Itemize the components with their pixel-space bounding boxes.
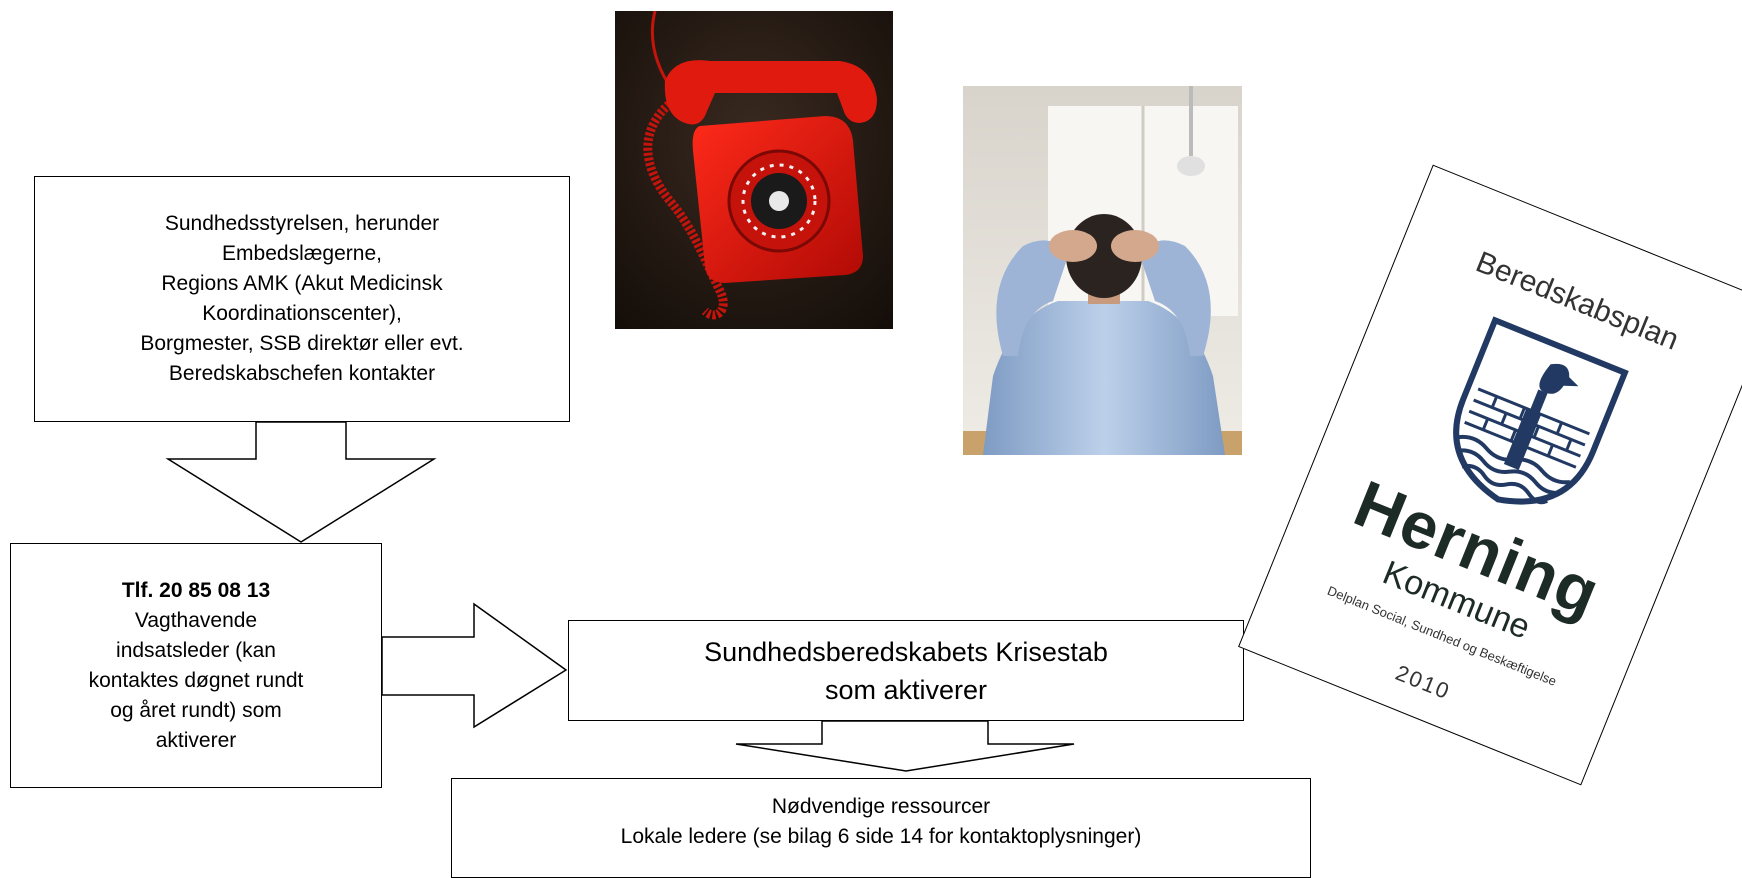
stressed-man-image <box>963 86 1242 455</box>
phone-number: Tlf. 20 85 08 13 <box>121 578 271 602</box>
authorities-line: Borgmester, SSB direktør eller evt. <box>140 332 464 355</box>
resources-line: Nødvendige ressourcer <box>771 795 991 818</box>
authorities-line: Koordinationscenter), <box>202 302 402 325</box>
authorities-line: Beredskabschefen kontakter <box>168 362 436 385</box>
duty-officer-line: Vagthavende <box>134 608 258 632</box>
authorities-line: Sundhedsstyrelsen, herunder <box>164 212 440 235</box>
red-telephone-image <box>615 11 893 329</box>
duty-officer-box: Tlf. 20 85 08 13 Vagthavende indsatslede… <box>10 543 382 788</box>
arrow-down-top <box>165 421 437 543</box>
man-silhouette-icon <box>963 86 1242 455</box>
herning-crest-icon <box>1453 316 1629 505</box>
crisis-staff-line: Sundhedsberedskabets Krisestab <box>704 636 1108 667</box>
arrow-right-mid <box>381 602 568 729</box>
duty-officer-line: kontaktes døgnet rundt <box>88 668 304 692</box>
resources-box: Nødvendige ressourcer Lokale ledere (se … <box>451 778 1311 878</box>
flow-arrows <box>165 421 1075 772</box>
crisis-staff-box: Sundhedsberedskabets Krisestab som aktiv… <box>568 620 1244 721</box>
authorities-line: Embedslægerne, <box>222 242 382 265</box>
duty-officer-line: og året rundt) som <box>110 698 282 722</box>
telephone-icon <box>615 11 893 329</box>
arrow-down-bottom <box>735 720 1075 772</box>
emergency-plan-booklet: Beredskabsplan Herning Kommune Delplan S… <box>1238 164 1742 786</box>
authorities-line: Regions AMK (Akut Medicinsk <box>161 272 443 295</box>
resources-line: Lokale ledere (se bilag 6 side 14 for ko… <box>620 825 1142 848</box>
crisis-staff-line: som aktiverer <box>824 674 988 705</box>
authorities-box: Sundhedsstyrelsen, herunder Embedslægern… <box>34 176 570 422</box>
duty-officer-line: aktiverer <box>155 728 237 752</box>
duty-officer-line: indsatsleder (kan <box>116 638 276 662</box>
